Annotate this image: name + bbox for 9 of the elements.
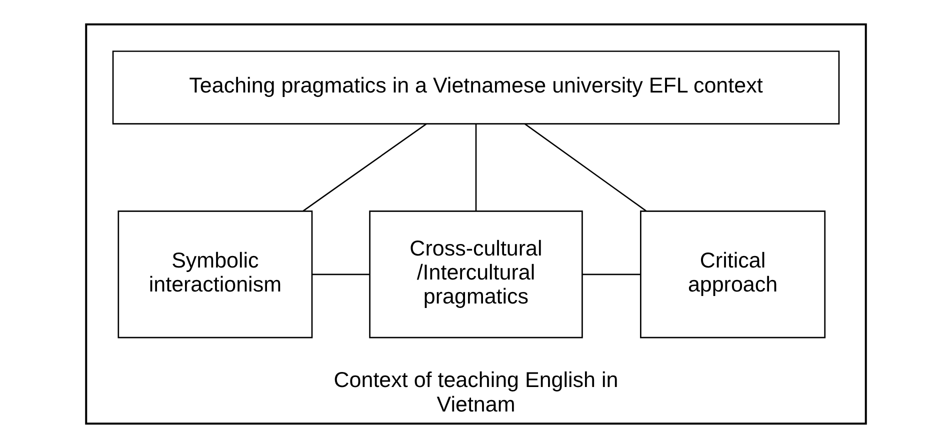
node-box: Cross-cultural /Intercultural pragmatics [368, 210, 582, 338]
connector [474, 124, 476, 211]
connector [582, 274, 640, 276]
node-box: Symbolic interactionism [117, 210, 312, 338]
connector [302, 123, 426, 212]
node-box: Critical approach [640, 210, 826, 338]
node-box: Teaching pragmatics in a Vietnamese university EFL context [112, 50, 840, 125]
connector [312, 274, 369, 276]
connector [524, 123, 646, 212]
